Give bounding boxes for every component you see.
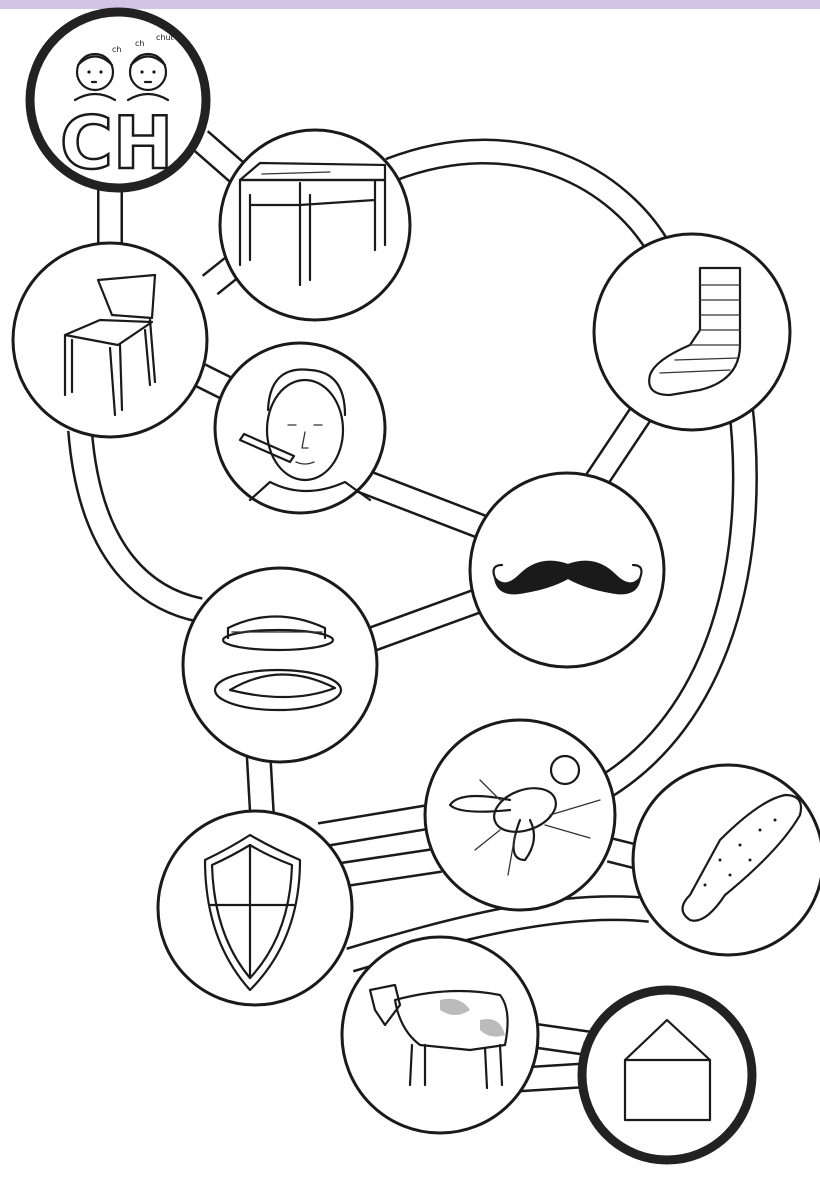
start-letters: CH (60, 101, 173, 185)
fly-circle (425, 720, 615, 910)
speech-ch-2: ch (135, 39, 144, 48)
finish-circle (582, 990, 752, 1160)
gherkin-circle (633, 765, 820, 955)
crepes-circle (183, 568, 377, 762)
speech-ch-1: ch (112, 45, 121, 54)
shield-circle (158, 811, 352, 1005)
mustache-circle (470, 473, 664, 667)
sock-circle (594, 234, 790, 430)
boy-circle (215, 343, 385, 513)
cow-circle (342, 937, 538, 1133)
desk-circle (220, 130, 410, 320)
chair-circle (13, 243, 207, 437)
start-circle: CH ch ch chut (30, 12, 206, 188)
speech-chut: chut (156, 33, 174, 42)
